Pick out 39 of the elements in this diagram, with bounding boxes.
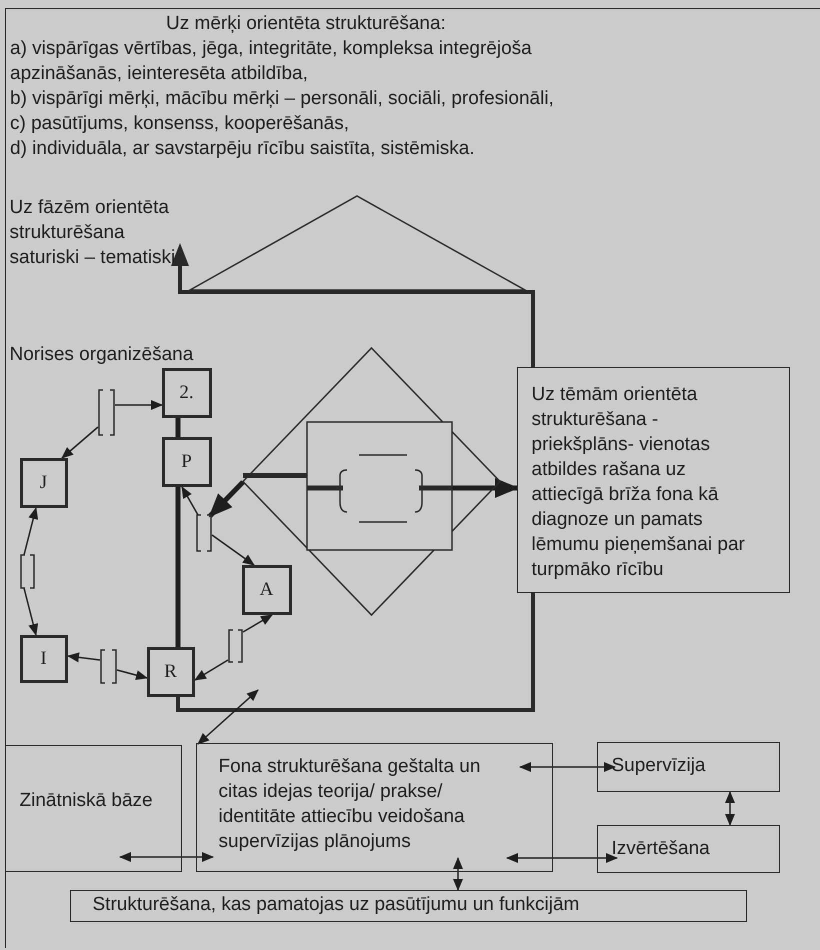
- arrow: [118, 852, 214, 862]
- arrow: [506, 852, 618, 862]
- arrow: [196, 688, 258, 744]
- letter-box: A: [242, 564, 292, 614]
- arrow: [60, 426, 98, 458]
- letter-box: R: [146, 646, 194, 696]
- arrow: [211, 534, 254, 566]
- arrow: [66, 652, 100, 662]
- letter-box: 2.: [162, 368, 212, 418]
- text-box: Supervīzija: [596, 742, 780, 792]
- connector-line: [175, 486, 180, 646]
- letter-box: I: [20, 634, 68, 682]
- text-box: Uz tēmām orientēta strukturēšana -priekšplāns- vienotas atbildes rašana uz attiecīgā brīža fona kā diagnoze un pamats lēmumu pieņemšanai par turpmāko rīcību: [516, 366, 790, 592]
- arrow: [114, 400, 162, 410]
- arrow: [242, 614, 272, 632]
- arrow: [194, 658, 228, 680]
- diagram-frame: [5, 8, 820, 948]
- list-item: c) pasūtījums, konsenss, kooperēšanās,: [10, 112, 350, 136]
- arrow: [452, 478, 518, 498]
- heading: Uz mērķi orientēta strukturēšana:: [166, 12, 446, 36]
- letter-box: J: [20, 458, 68, 508]
- connector-line: [175, 418, 180, 436]
- section-label: Uz fāzēm orientēta strukturēšana saturiski – tematiski: [10, 196, 176, 270]
- text-box: Izvērtēšana: [596, 824, 780, 872]
- arrow: [452, 856, 462, 890]
- text-box: Strukturēšana, kas pamatojas uz pasūtījumu un funkcijām: [70, 890, 746, 922]
- arrow: [518, 762, 616, 772]
- arrow: [116, 668, 148, 680]
- arrow: [180, 486, 198, 515]
- letter-box: P: [162, 436, 212, 486]
- arrow: [208, 480, 244, 518]
- arrow: [22, 506, 38, 555]
- list-item: d) individuāla, ar savstarpēju rīcību saistīta, sistēmiska.: [10, 137, 476, 161]
- text-box: Fona strukturēšana geštalta un citas idejas teorija/ prakse/ identitāte attiecību veidošana supervīzijas plānojums: [196, 742, 552, 872]
- list-item: b) vispārīgi mērķi, mācību mērķi – personāli, sociāli, profesionāli,: [10, 87, 555, 111]
- arrow: [724, 790, 734, 826]
- arrow: [22, 587, 38, 636]
- text-box: Zinātniskā bāze: [4, 744, 182, 872]
- section-label: Norises organizēšana: [10, 342, 194, 366]
